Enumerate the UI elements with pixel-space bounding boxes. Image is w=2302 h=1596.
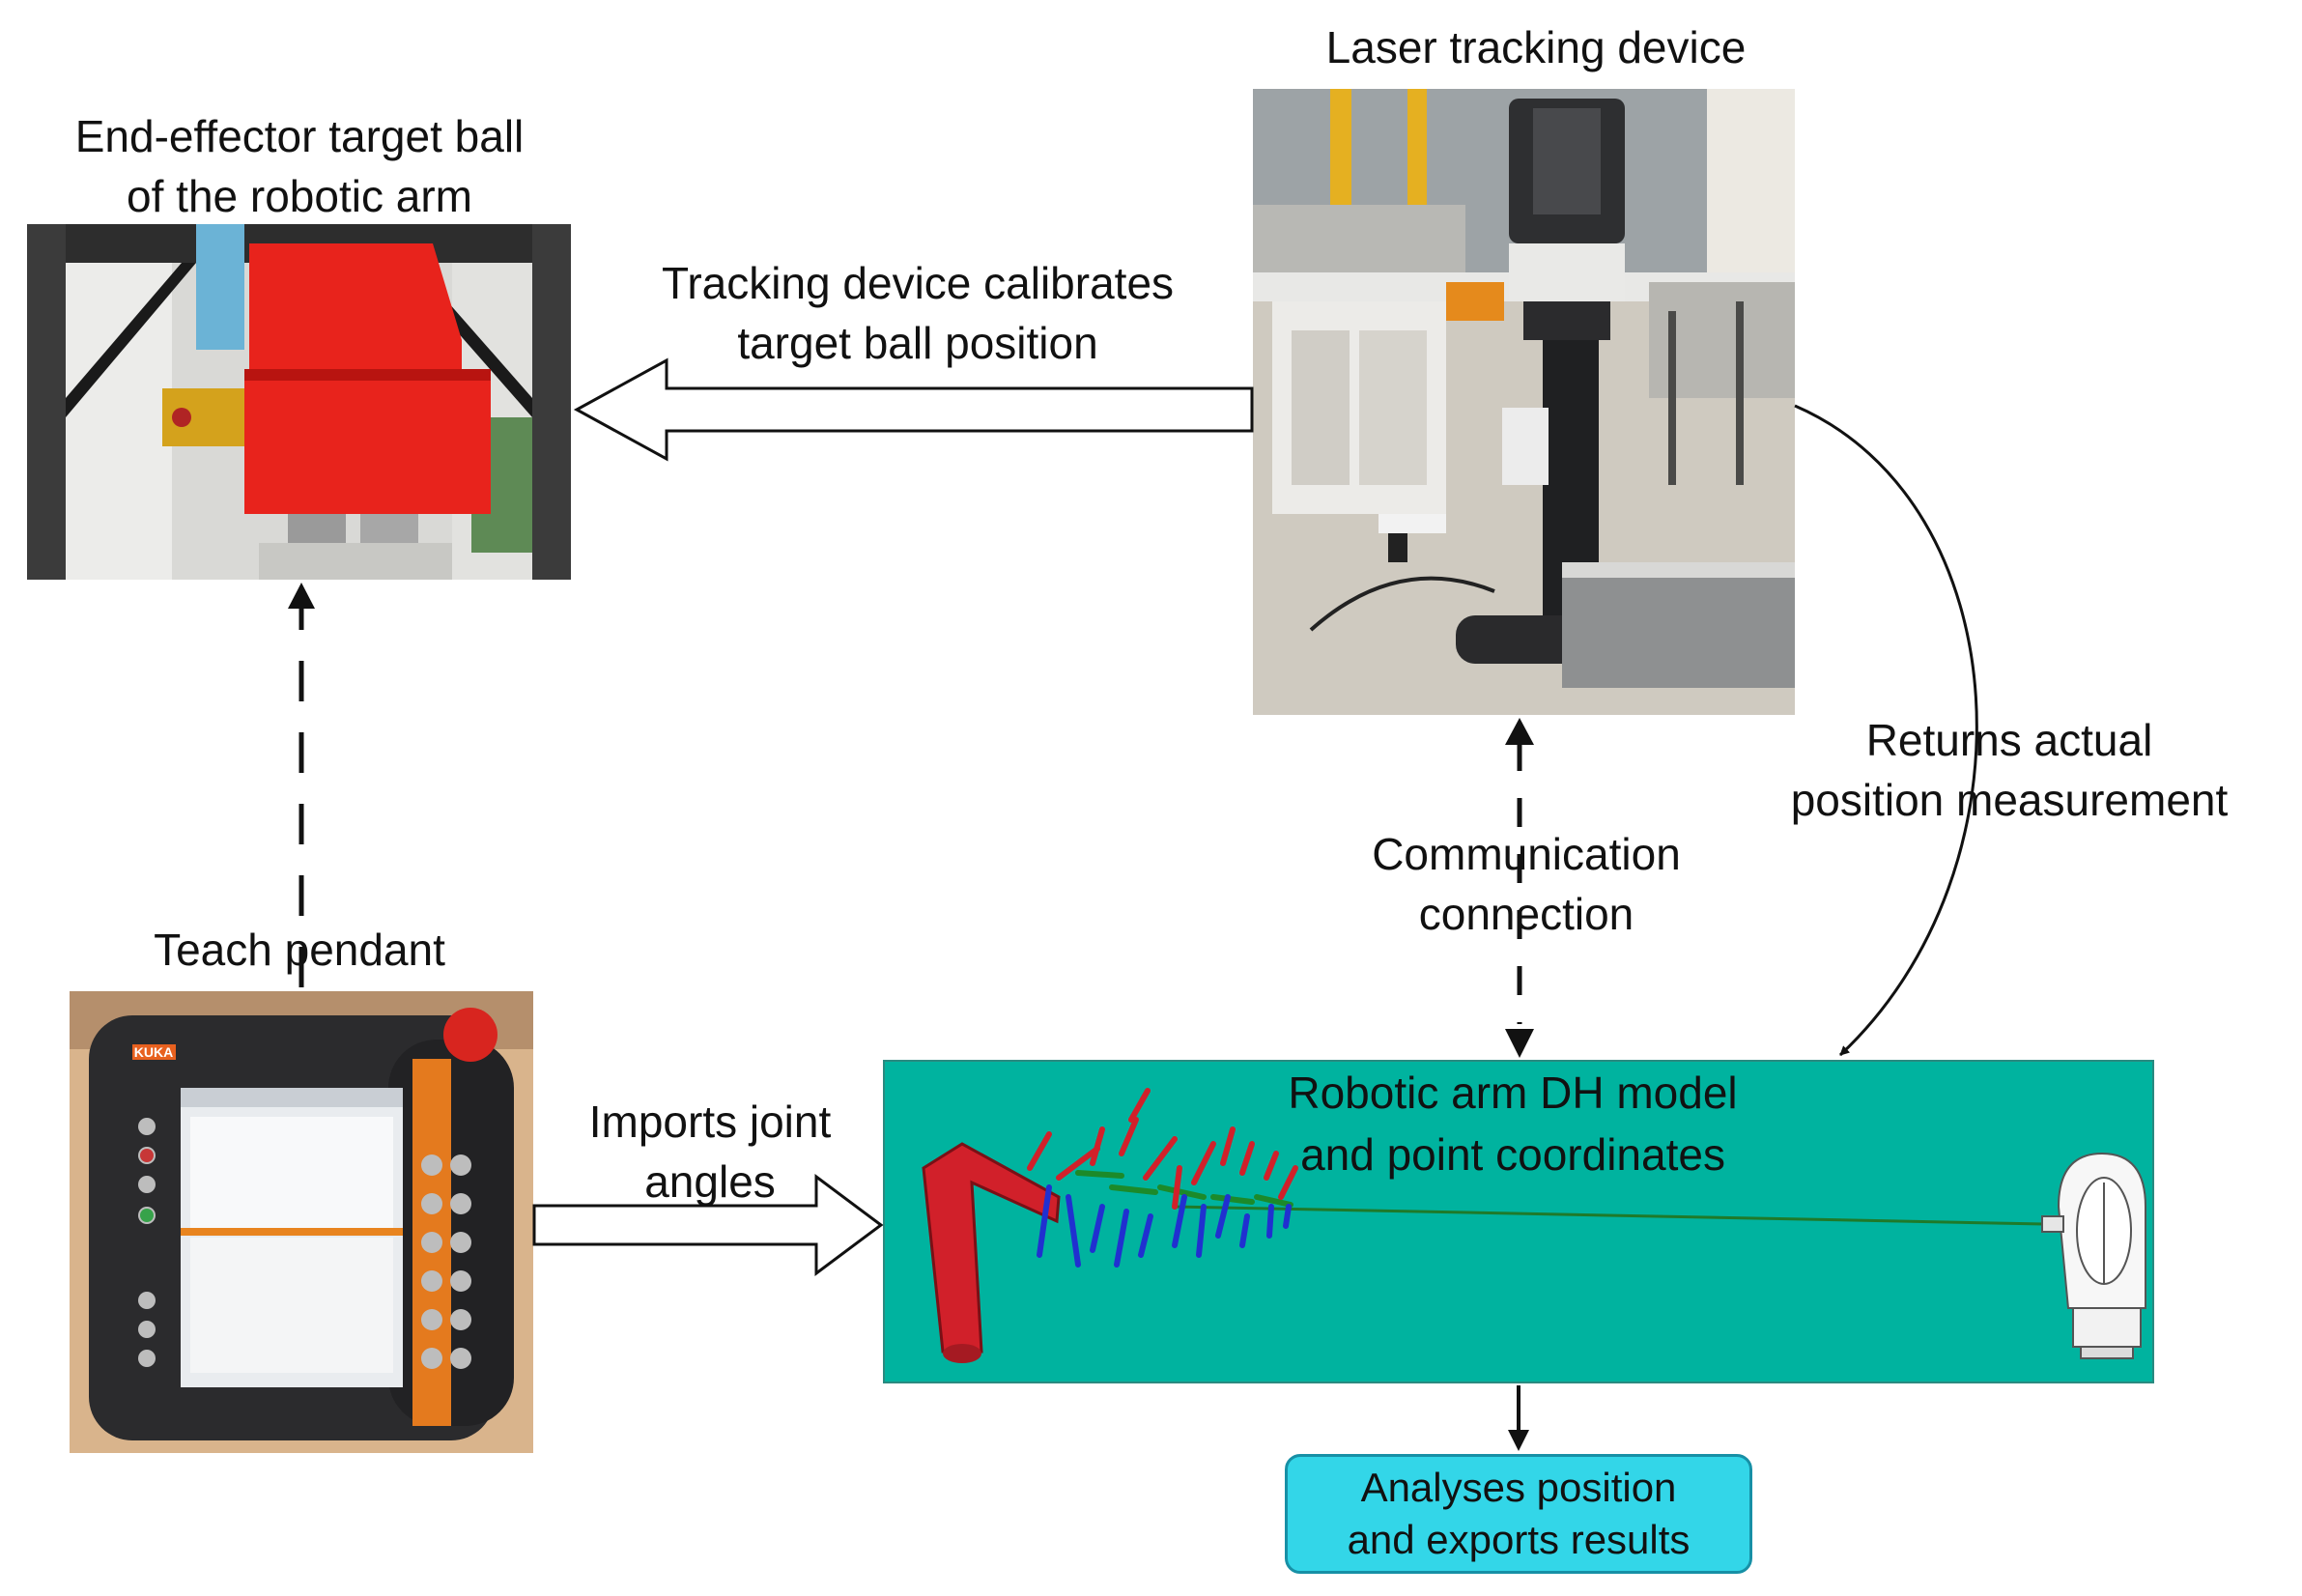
communication-arrowhead-up [1505, 718, 1534, 745]
communication-edge-line1: Communication [1372, 829, 1681, 879]
imports-edge-line2: angles [644, 1156, 776, 1207]
tracker-model [2041, 1152, 2146, 1359]
teach-pendant-illustration: KUKA [70, 991, 533, 1453]
teach-pendant-label-text: Teach pendant [154, 925, 445, 975]
point-coordinate-frames [1027, 1088, 1298, 1268]
robot-arm-link [922, 1142, 1061, 1354]
teach-pendant-label: Teach pendant [58, 920, 541, 980]
imports-edge-line1: Imports joint [588, 1097, 832, 1147]
teach-pendant-photo: KUKA [70, 991, 533, 1453]
dh-model-panel: Robotic arm DH model and point coordinat… [883, 1060, 2154, 1383]
communication-edge-line2: connection [1418, 889, 1634, 939]
dh-model-title-line1: Robotic arm DH model [1288, 1068, 1738, 1118]
end-effector-illustration [27, 224, 571, 580]
kuka-brand-text: KUKA [134, 1044, 173, 1060]
pendant-to-ball-arrowhead [288, 583, 315, 609]
target-ball-label: End-effector target ball of the robotic … [19, 106, 580, 226]
communication-arrowhead-down [1505, 1029, 1534, 1058]
results-line2: and exports results [1347, 1517, 1691, 1562]
calibrates-edge-label: Tracking device calibrates target ball p… [589, 253, 1246, 373]
dh-model-scene [922, 1088, 2146, 1363]
laser-tracker-photo [1253, 89, 1795, 715]
laser-tracker-illustration [1253, 89, 1795, 715]
calibrates-edge-line2: target ball position [737, 318, 1098, 368]
dh-model-title: Robotic arm DH model and point coordinat… [1126, 1062, 1899, 1185]
laser-tracker-label-text: Laser tracking device [1325, 22, 1747, 72]
results-box: Analyses position and exports results [1285, 1454, 1752, 1574]
returns-edge-label: Returns actual position measurement [1719, 710, 2299, 830]
target-ball-label-line1: End-effector target ball [74, 111, 525, 161]
calibrates-hollow-arrow [573, 357, 1254, 462]
laser-tracker-label: Laser tracking device [1208, 17, 1864, 77]
results-line1: Analyses position [1360, 1465, 1677, 1510]
calibrates-edge-line1: Tracking device calibrates [661, 258, 1175, 308]
returns-edge-line1: Returns actual [1865, 715, 2153, 765]
end-effector-photo [27, 224, 571, 580]
target-ball-label-line2: of the robotic arm [127, 171, 472, 221]
panel-to-results-arrowhead [1508, 1430, 1529, 1451]
communication-edge-label: Communication connection [1285, 824, 1768, 944]
imports-edge-label: Imports joint angles [541, 1092, 879, 1211]
returns-edge-line2: position measurement [1790, 775, 2229, 825]
dh-model-title-line2: and point coordinates [1300, 1129, 1725, 1180]
laser-beam-line [1174, 1205, 2045, 1226]
